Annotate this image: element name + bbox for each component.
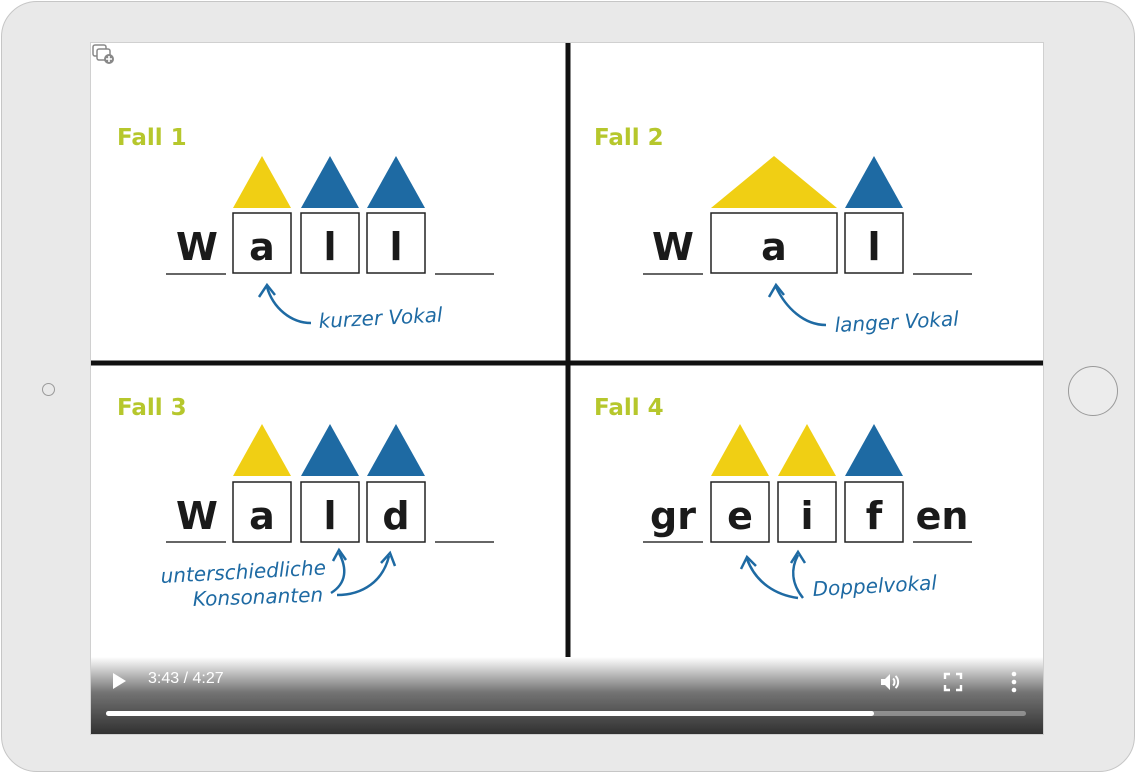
duration: 4:27 <box>192 670 224 687</box>
panel-fall-4: Fall 4 gr e i f en <box>594 395 972 601</box>
arrow <box>745 558 799 600</box>
arrow <box>265 286 312 325</box>
letter: l <box>323 494 336 538</box>
letter-box <box>366 481 426 543</box>
letter: a <box>761 225 787 269</box>
letter: i <box>800 494 813 538</box>
annotation: Konsonanten <box>192 582 323 611</box>
letter-box <box>844 212 904 274</box>
current-time: 3:43 <box>148 670 180 687</box>
letter: a <box>249 494 275 538</box>
letter-box <box>232 481 292 543</box>
syllable-triangle-yellow <box>711 424 769 476</box>
letter: en <box>916 494 969 538</box>
time-display: 3:43 / 4:27 <box>148 670 224 688</box>
video-player[interactable]: Fall 1 W a l l kurzer Vokal <box>90 42 1044 735</box>
front-camera <box>42 383 55 396</box>
arrow <box>330 552 346 595</box>
syllable-triangle-blue <box>845 156 903 208</box>
letter: e <box>727 494 753 538</box>
syllable-triangle-yellow <box>711 156 837 208</box>
letter: a <box>249 225 275 269</box>
arrow <box>336 555 391 597</box>
panel-label: Fall 3 <box>117 395 187 421</box>
syllable-triangle-yellow <box>233 424 291 476</box>
letter: W <box>176 225 218 269</box>
progress-fill <box>106 711 875 716</box>
home-button[interactable] <box>1068 366 1118 416</box>
letter: l <box>867 225 880 269</box>
play-icon[interactable] <box>109 671 129 691</box>
syllable-triangle-blue <box>367 424 425 476</box>
letter-box <box>300 481 360 543</box>
arrow <box>774 286 827 327</box>
picture-in-picture-icon[interactable] <box>91 43 117 67</box>
letter-box <box>366 212 426 274</box>
letter-box <box>710 481 770 543</box>
letter: l <box>323 225 336 269</box>
syllable-triangle-yellow <box>233 156 291 208</box>
panel-fall-1: Fall 1 W a l l kurzer Vokal <box>117 125 494 333</box>
syllable-triangle-yellow <box>778 424 836 476</box>
letter: f <box>866 494 883 538</box>
syllable-triangle-blue <box>301 424 359 476</box>
panel-fall-3: Fall 3 W a l d unt <box>117 395 494 611</box>
panel-label: Fall 1 <box>117 125 187 151</box>
syllable-triangle-blue <box>367 156 425 208</box>
fullscreen-icon[interactable] <box>942 671 964 693</box>
letter-box <box>710 212 838 274</box>
player-controls: 3:43 / 4:27 <box>91 657 1043 734</box>
syllable-triangle-blue <box>845 424 903 476</box>
letter: gr <box>650 494 696 538</box>
letter-box <box>844 481 904 543</box>
letter: W <box>652 225 694 269</box>
letter: W <box>176 494 218 538</box>
more-vert-icon[interactable] <box>1004 669 1024 695</box>
letter: d <box>382 494 409 538</box>
letter-box <box>777 481 837 543</box>
video-content: Fall 1 W a l l kurzer Vokal <box>91 43 1043 734</box>
progress-bar[interactable] <box>106 711 1026 716</box>
arrow <box>792 554 804 599</box>
letter-box <box>232 212 292 274</box>
syllable-triangle-blue <box>301 156 359 208</box>
panel-label: Fall 2 <box>594 125 664 151</box>
video-frame[interactable]: Fall 1 W a l l kurzer Vokal <box>91 43 1043 734</box>
time-separator: / <box>179 670 193 687</box>
panel-label: Fall 4 <box>594 395 664 421</box>
letter: l <box>389 225 402 269</box>
volume-icon[interactable] <box>878 670 902 694</box>
letter-box <box>300 212 360 274</box>
